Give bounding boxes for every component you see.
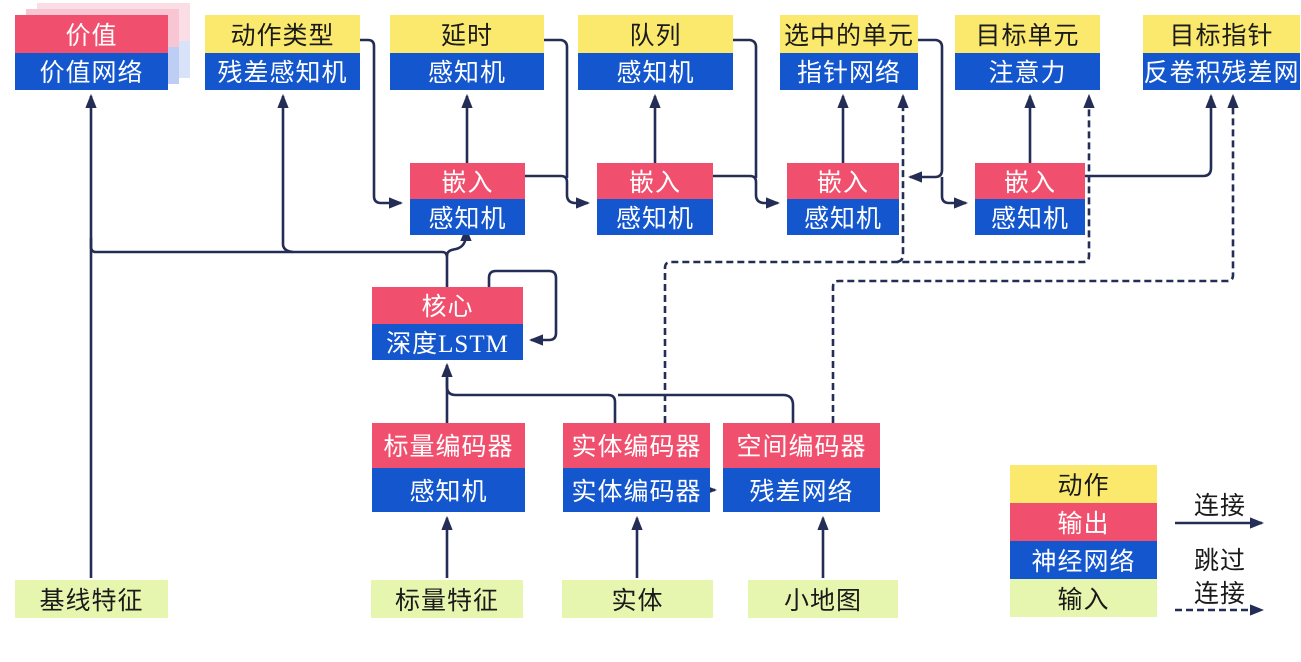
encoder-spatial-output-label: 空间编码器 [723, 423, 880, 468]
edge-selected-units-down [918, 38, 944, 170]
input-baseline-features: 基线特征 [15, 580, 168, 618]
input-minimap: 小地图 [748, 580, 898, 618]
head-action-type: 动作类型 残差感知机 [205, 15, 360, 90]
encoder-spatial-network-label: 残差网络 [723, 467, 880, 512]
edge-action-type-to-embed-1 [360, 38, 404, 209]
head-target-unit: 目标单元 注意力 [955, 15, 1100, 90]
head-delay: 延时 感知机 [390, 15, 544, 90]
head-action-type-action-label: 动作类型 [205, 15, 360, 53]
embed-2-network-label: 感知机 [597, 199, 713, 235]
edge-embed-2-to-embed-3 [713, 174, 781, 209]
embed-1: 嵌入 感知机 [410, 163, 525, 235]
legend-color-stack: 动作 输出 神经网络 输入 [1010, 465, 1157, 617]
input-scalar-features: 标量特征 [371, 580, 523, 618]
legend-input-swatch: 输入 [1010, 579, 1157, 617]
encoder-entity: 实体编码器 实体编码器 [563, 423, 710, 512]
edge-core-to-embed-1 [445, 226, 472, 257]
edge-spatial-encoder-to-core [618, 393, 795, 423]
skip-entity-encoder-to-target-unit [663, 93, 1095, 423]
embed-4: 嵌入 感知机 [975, 163, 1085, 235]
encoder-entity-output-label: 实体编码器 [563, 423, 710, 468]
core-network-label: 深度LSTM [372, 323, 523, 360]
head-delay-action-label: 延时 [390, 15, 544, 53]
embed-3-network-label: 感知机 [787, 199, 899, 235]
head-selected-units: 选中的单元 指针网络 [780, 15, 918, 90]
encoder-entity-network-label: 实体编码器 [563, 467, 710, 512]
embed-1-output-label: 嵌入 [410, 163, 525, 199]
head-selected-units-action-label: 选中的单元 [780, 15, 918, 53]
head-target-unit-network-label: 注意力 [955, 52, 1100, 90]
embed-2-output-label: 嵌入 [597, 163, 713, 199]
edge-embed-4-to-target-point [1085, 93, 1217, 178]
head-target-point: 目标指针 反卷积残差网 [1143, 15, 1300, 90]
head-queue: 队列 感知机 [578, 15, 733, 90]
legend-dashed-label-line1: 跳过 [1193, 548, 1246, 575]
head-selected-units-network-label: 指针网络 [780, 52, 918, 90]
encoder-spatial: 空间编码器 残差网络 [723, 423, 880, 512]
head-queue-action-label: 队列 [578, 15, 733, 53]
head-target-unit-action-label: 目标单元 [955, 15, 1100, 53]
head-target-point-network-label: 反卷积残差网 [1143, 52, 1300, 90]
head-delay-network-label: 感知机 [390, 52, 544, 90]
edge-core-to-action-type [277, 93, 294, 254]
edge-entity-encoder-to-core [445, 378, 617, 423]
edge-selected-units-to-embed-4 [940, 177, 969, 209]
head-value-output-label: 价值 [15, 15, 168, 53]
core: 核心 深度LSTM [372, 287, 523, 360]
legend-solid-label: 连接 [1193, 493, 1246, 520]
encoder-scalar-network-label: 感知机 [372, 467, 525, 512]
embed-4-network-label: 感知机 [975, 199, 1085, 235]
legend-network-swatch: 神经网络 [1010, 541, 1157, 579]
legend-dashed-label-line2: 连接 [1193, 581, 1246, 608]
head-target-point-action-label: 目标指针 [1143, 15, 1300, 53]
head-value: 价值 价值网络 [15, 15, 168, 90]
embed-4-output-label: 嵌入 [975, 163, 1085, 199]
legend-output-swatch: 输出 [1010, 503, 1157, 541]
edge-embed-1-to-embed-2 [525, 174, 591, 209]
edge-delay-to-embed-2 [544, 38, 569, 178]
embed-1-network-label: 感知机 [410, 199, 525, 235]
edge-selected-units-to-embed-3 [907, 169, 944, 183]
core-output-label: 核心 [372, 287, 523, 324]
embed-3: 嵌入 感知机 [787, 163, 899, 235]
input-entities: 实体 [562, 580, 713, 618]
edge-queue-to-embed-3 [733, 38, 758, 178]
skip-spatial-encoder-to-target-point [831, 93, 1239, 423]
edge-core-to-value-rail [89, 238, 449, 287]
legend-action-swatch: 动作 [1010, 465, 1157, 503]
skip-entity-encoder-to-selected-units [896, 93, 909, 264]
encoder-scalar-output-label: 标量编码器 [372, 423, 525, 468]
head-action-type-network-label: 残差感知机 [205, 52, 360, 90]
encoder-scalar: 标量编码器 感知机 [372, 423, 525, 512]
embed-3-output-label: 嵌入 [787, 163, 899, 199]
edge-core-self-loop [487, 269, 558, 346]
head-queue-network-label: 感知机 [578, 52, 733, 90]
head-value-network-label: 价值网络 [15, 52, 168, 90]
embed-2: 嵌入 感知机 [597, 163, 713, 235]
